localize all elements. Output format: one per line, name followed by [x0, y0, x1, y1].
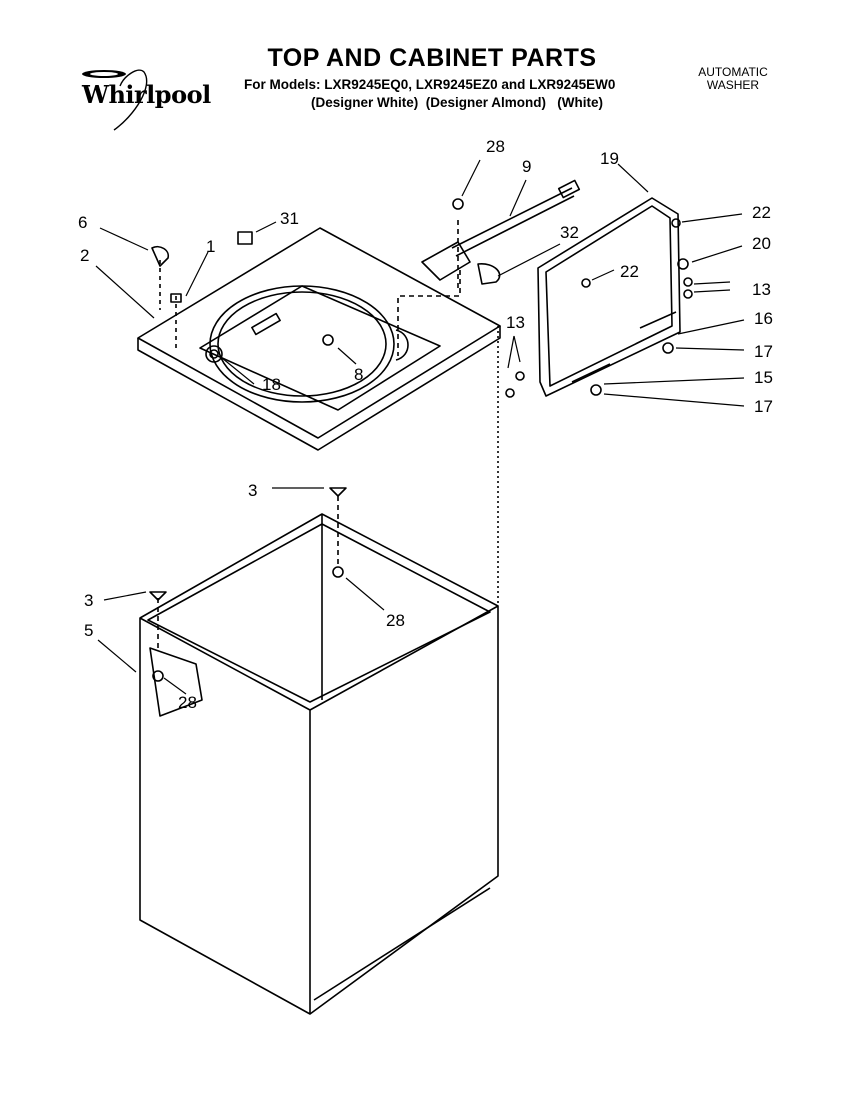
callout-1: 1: [206, 237, 216, 256]
callout-17-a: 17: [754, 342, 773, 361]
callout-8: 8: [354, 365, 364, 384]
page-title: TOP AND CABINET PARTS: [267, 44, 597, 72]
callout-28-low: 28: [178, 693, 197, 712]
callout-17-b: 17: [754, 397, 773, 416]
brand-wordmark: Whirlpool: [82, 80, 211, 109]
callout-19: 19: [600, 149, 619, 168]
callout-13-left: 13: [506, 313, 525, 332]
product-type: AUTOMATIC WASHER: [690, 66, 776, 92]
callout-9: 9: [522, 157, 532, 176]
callout-32: 32: [560, 223, 579, 242]
washer-lid: [537, 197, 681, 397]
callout-22-b: 22: [620, 262, 639, 281]
callout-18: 18: [262, 375, 281, 394]
callout-16: 16: [754, 309, 773, 328]
variants-line: (Designer White) (Designer Almond) (Whit…: [311, 95, 603, 110]
callout-22-a: 22: [752, 203, 771, 222]
whirlpool-logo: Whirlpool: [74, 66, 211, 134]
callout-6: 6: [78, 213, 88, 232]
callout-28-mid: 28: [386, 611, 405, 630]
washer-top-panel: [137, 227, 501, 451]
washer-cabinet: [139, 513, 499, 1015]
callout-5: 5: [84, 621, 94, 640]
product-type-line1: AUTOMATIC: [698, 65, 768, 79]
callout-15: 15: [754, 368, 773, 387]
callout-3-b: 3: [84, 591, 94, 610]
callout-2: 2: [80, 246, 90, 265]
models-line: For Models: LXR9245EQ0, LXR9245EZ0 and L…: [244, 77, 616, 92]
callout-3-a: 3: [248, 481, 258, 500]
callout-28-top: 28: [486, 137, 505, 156]
callout-13-right: 13: [752, 280, 771, 299]
product-type-line2: WASHER: [706, 78, 760, 92]
callout-20: 20: [752, 234, 771, 253]
callout-31: 31: [280, 209, 299, 228]
